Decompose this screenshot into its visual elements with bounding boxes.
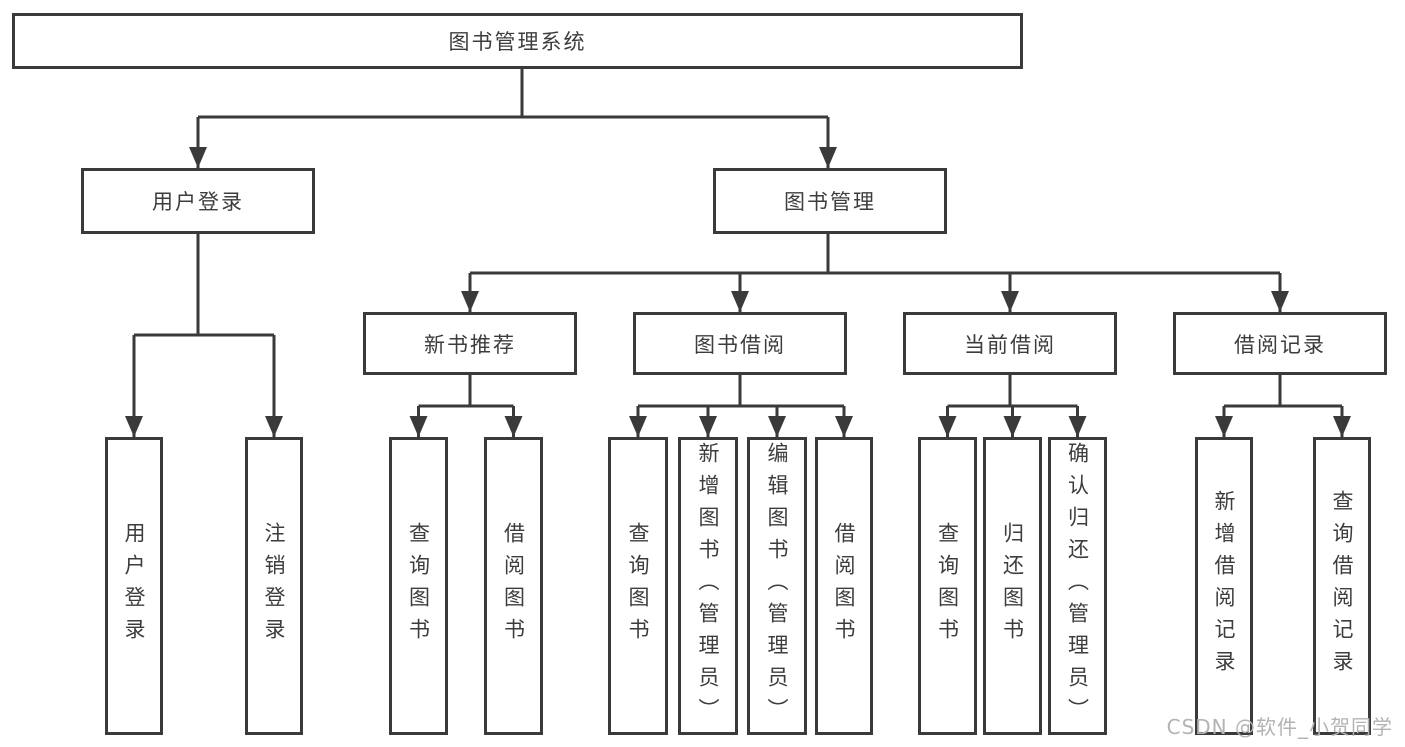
- leaf-query-borrow-record: 查询借阅记录: [1313, 437, 1371, 735]
- leaf-add-borrow-record: 新增借阅记录: [1195, 437, 1253, 735]
- node-root-label: 图书管理系统: [448, 30, 587, 54]
- connector-new-book-trunk: [418, 375, 514, 408]
- connector-current-borrow-trunk: [947, 375, 1078, 408]
- leaf-borrow-books: 借阅图书: [815, 437, 873, 735]
- leaf-query-books-recommend: 查询图书: [389, 437, 448, 735]
- leaf-return-books: 归还图书: [983, 437, 1042, 735]
- connector-book-management-trunk: [470, 234, 1280, 275]
- leaf-add-books-admin: 新增图书（管理员）: [678, 437, 738, 735]
- node-book-borrow: 图书借阅: [633, 312, 847, 375]
- node-borrow-records: 借阅记录: [1173, 312, 1387, 375]
- node-root: 图书管理系统: [12, 13, 1023, 69]
- connector-user-login-trunk: [134, 234, 274, 337]
- node-user-login: 用户登录: [81, 168, 315, 234]
- node-book-management: 图书管理: [713, 168, 947, 234]
- connector-root-trunk: [198, 69, 828, 119]
- connector-borrow-records-trunk: [1224, 375, 1342, 408]
- leaf-edit-books-admin: 编辑图书（管理员）: [747, 437, 807, 735]
- node-current-borrow: 当前借阅: [903, 312, 1117, 375]
- leaf-query-books-current: 查询图书: [918, 437, 977, 735]
- node-new-book-recommend: 新书推荐: [363, 312, 577, 375]
- csdn-watermark: CSDN @软件_小贺同学: [1166, 715, 1393, 739]
- leaf-user-login: 用户登录: [105, 437, 163, 735]
- leaf-confirm-return-admin: 确认归还（管理员）: [1048, 437, 1107, 735]
- leaf-query-books-borrow: 查询图书: [608, 437, 668, 735]
- leaf-borrow-books-recommend: 借阅图书: [484, 437, 543, 735]
- node-book-management-label: 图书管理: [784, 190, 876, 214]
- node-user-login-label: 用户登录: [152, 190, 244, 214]
- leaf-logout-login: 注销登录: [245, 437, 303, 735]
- connector-book-borrow-trunk: [638, 375, 844, 408]
